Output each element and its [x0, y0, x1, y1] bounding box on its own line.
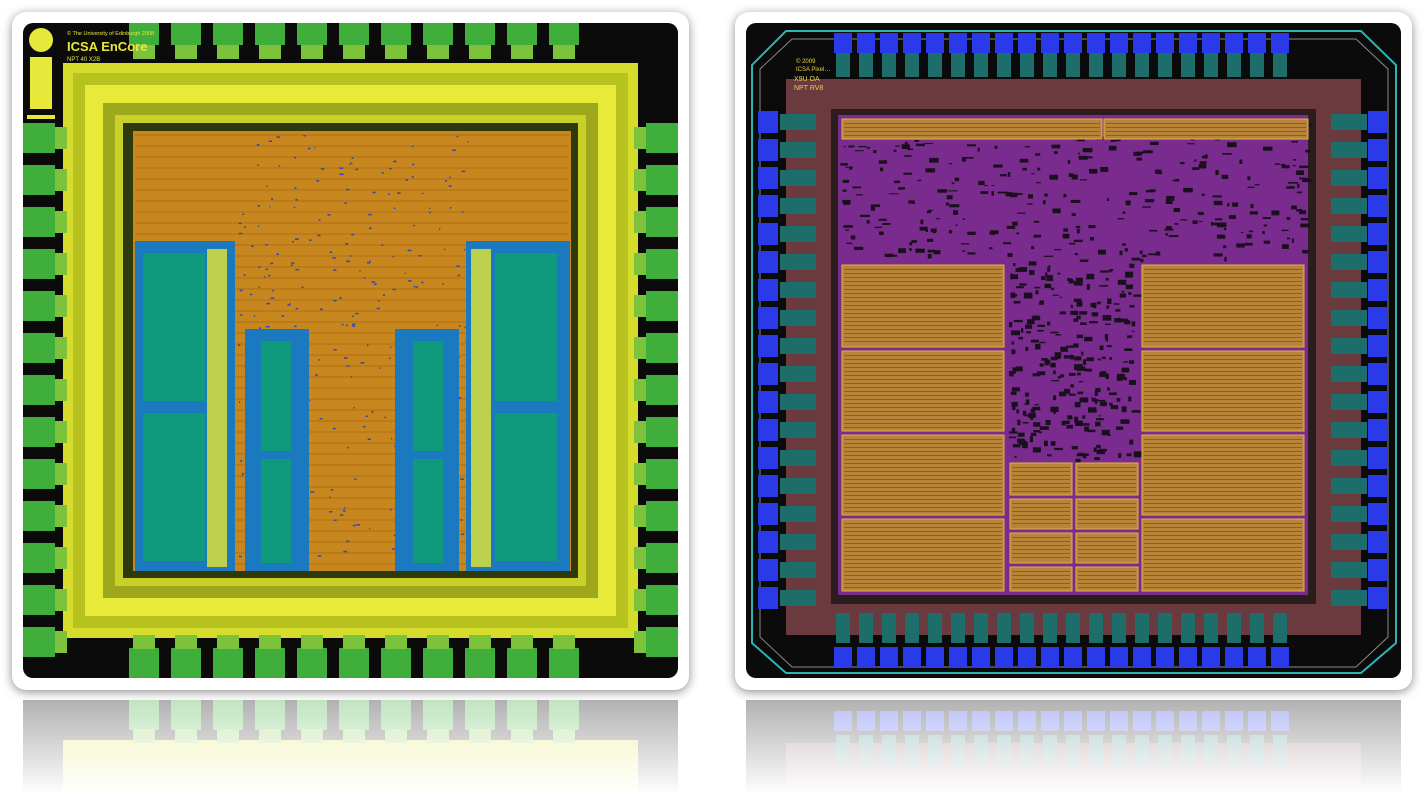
logo-icon	[30, 57, 52, 109]
right-label-1: X9U OA	[794, 76, 820, 83]
left-die-image: © The University of Edinburgh 2008 ICSA …	[23, 23, 678, 678]
left-chip-name: ICSA EnCore	[67, 39, 147, 54]
logo-dot	[29, 28, 53, 52]
left-copyright: © The University of Edinburgh 2008	[67, 30, 154, 37]
right-die-image: © 2009 ICSA Pixel… X9U OA NPT RV8	[746, 23, 1401, 678]
right-chip-name: ICSA Pixel…	[796, 67, 830, 73]
left-die-reflection	[23, 700, 678, 795]
right-die-card: © 2009 ICSA Pixel… X9U OA NPT RV8	[735, 12, 1412, 690]
left-process: NPT 40 X2B	[67, 57, 100, 63]
right-label-2: NPT RV8	[794, 85, 823, 92]
right-die-reflection	[746, 700, 1401, 795]
right-copyright: © 2009	[796, 58, 816, 65]
left-die-card: © The University of Edinburgh 2008 ICSA …	[12, 12, 689, 690]
